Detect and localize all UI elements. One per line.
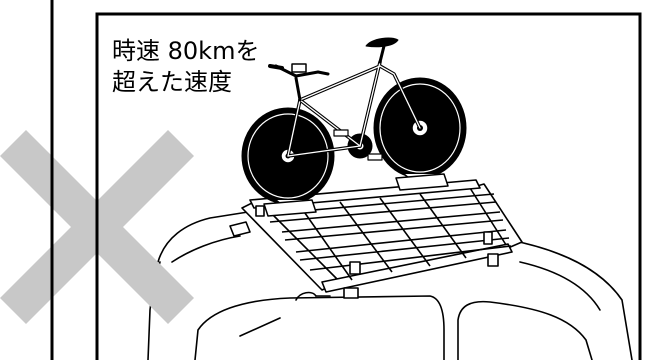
bicycle-icon — [241, 37, 467, 217]
speed-warning-line-2: 超えた速度 — [112, 68, 232, 96]
speed-warning-caption: 時速 80kmを 超えた速度 — [112, 36, 259, 98]
car-roof-icon — [147, 211, 633, 360]
speed-warning-line-1: 時速 80kmを — [112, 37, 260, 65]
